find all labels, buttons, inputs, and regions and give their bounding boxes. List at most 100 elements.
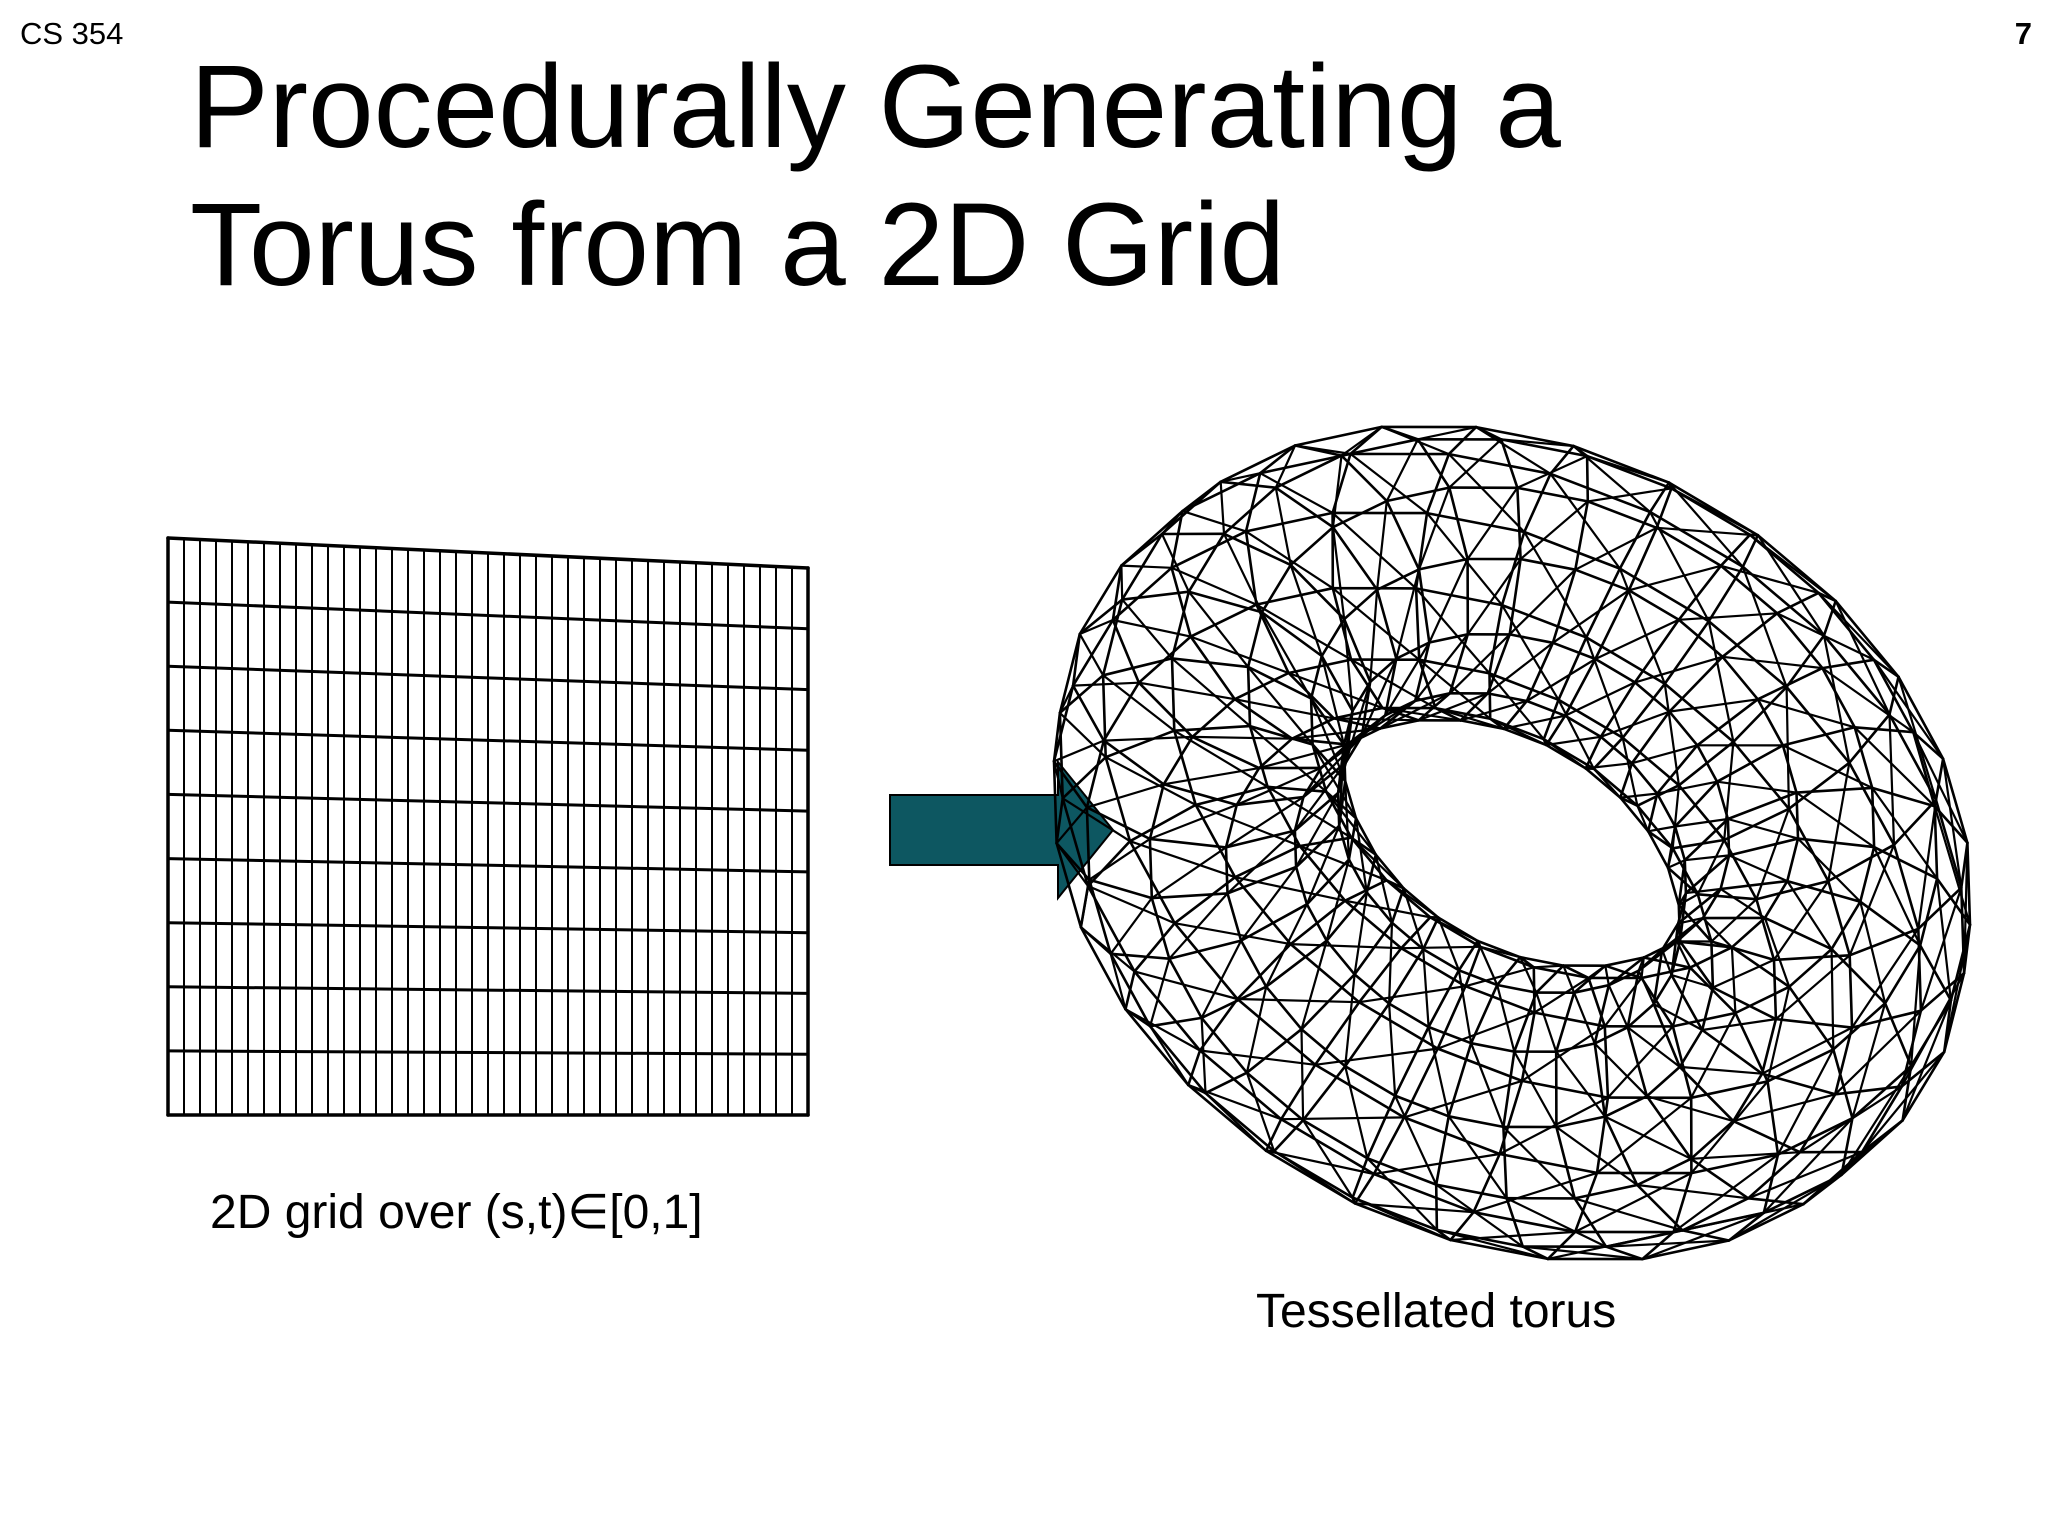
torus-edge bbox=[1933, 805, 1972, 926]
torus-edge bbox=[1513, 1050, 1558, 1129]
torus-edge bbox=[1637, 948, 1664, 973]
torus-edge bbox=[1486, 641, 1555, 695]
torus-edge bbox=[1476, 939, 1499, 987]
torus-edge bbox=[1721, 611, 1779, 659]
torus-edge bbox=[1344, 779, 1351, 861]
torus-edge bbox=[1236, 997, 1361, 1004]
torus-edge bbox=[1428, 632, 1470, 644]
torus-edge bbox=[1500, 603, 1560, 701]
torus-edge bbox=[1817, 591, 1876, 662]
torus-edge bbox=[1384, 657, 1398, 717]
torus-edge bbox=[1235, 766, 1261, 807]
torus-edge bbox=[1830, 947, 1887, 1005]
torus-edge bbox=[1833, 1026, 1854, 1096]
torus-edge bbox=[1374, 853, 1394, 924]
torus-edge bbox=[1853, 726, 1936, 808]
torus-edge bbox=[1111, 564, 1123, 622]
torus-edge bbox=[1300, 1027, 1347, 1068]
torus-edge bbox=[1519, 956, 1538, 994]
torus-edge bbox=[1058, 711, 1107, 759]
torus-edge bbox=[1677, 903, 1682, 943]
torus-edge bbox=[1696, 838, 1726, 896]
torus-edge bbox=[1101, 598, 1124, 677]
torus-edge bbox=[1353, 891, 1368, 976]
grid-mesh bbox=[166, 536, 810, 1117]
torus-edge bbox=[1595, 1096, 1610, 1175]
torus-edge bbox=[1071, 684, 1106, 742]
torus-edge bbox=[1585, 636, 1667, 686]
torus-edge bbox=[1079, 925, 1127, 1011]
torus-edge bbox=[1557, 698, 1595, 770]
torus-edge bbox=[1663, 619, 1711, 686]
torus-edge bbox=[1245, 985, 1268, 1074]
torus-caption: Tessellated torus bbox=[1256, 1285, 1617, 1338]
torus-edge bbox=[1668, 655, 1724, 713]
torus-edge bbox=[1160, 532, 1190, 593]
torus-edge bbox=[1840, 1116, 1854, 1177]
torus-edge bbox=[1124, 1008, 1202, 1052]
torus-edge bbox=[1472, 1210, 1577, 1234]
torus-edge bbox=[1402, 1079, 1524, 1119]
torus-edge bbox=[1872, 845, 1922, 947]
torus-edge bbox=[1554, 991, 1576, 1053]
torus-edge bbox=[1748, 533, 1820, 595]
torus-edge bbox=[1551, 641, 1597, 661]
torus-edge bbox=[1677, 740, 1735, 787]
torus-edge bbox=[1607, 956, 1646, 987]
torus-edge bbox=[1525, 657, 1597, 703]
torus-edge bbox=[1678, 940, 1715, 989]
torus-edge bbox=[1732, 1093, 1837, 1123]
torus-edge bbox=[1274, 486, 1292, 567]
torus-edge bbox=[1676, 887, 1722, 925]
torus-edge bbox=[1309, 697, 1347, 783]
torus-edge bbox=[1508, 633, 1555, 645]
torus-edge bbox=[1476, 939, 1522, 959]
torus-edge bbox=[1796, 837, 1862, 903]
torus-edge bbox=[1294, 865, 1309, 906]
slide-number: 7 bbox=[2014, 16, 2032, 51]
torus-edge bbox=[1071, 681, 1141, 687]
torus-edge bbox=[1488, 672, 1492, 721]
torus-edge bbox=[1949, 923, 1972, 1002]
torus-edge bbox=[1689, 1151, 1802, 1160]
torus-edge bbox=[1448, 633, 1511, 695]
torus-edge bbox=[1137, 681, 1236, 701]
torus-edge bbox=[1055, 842, 1090, 888]
torus-edge bbox=[1677, 564, 1723, 622]
torus-edge bbox=[1061, 755, 1107, 800]
torus-edge bbox=[1822, 634, 1891, 716]
torus-edge bbox=[1061, 797, 1132, 843]
torus-edge bbox=[1681, 1197, 1750, 1232]
torus-edge bbox=[1626, 1002, 1656, 1029]
torus-edge bbox=[1224, 795, 1305, 849]
torus-edge bbox=[1168, 939, 1243, 961]
torus-edge bbox=[1449, 1230, 1577, 1242]
torus-edge bbox=[1148, 957, 1171, 1028]
torus-edge bbox=[1555, 1050, 1607, 1118]
torus-edge bbox=[1111, 566, 1173, 622]
torus-edge bbox=[1775, 612, 1876, 661]
torus-edge bbox=[1472, 1152, 1501, 1214]
torus-edge bbox=[1246, 665, 1314, 746]
torus-edge bbox=[1499, 438, 1519, 490]
torus-edge bbox=[1390, 921, 1425, 951]
torus-edge bbox=[1486, 633, 1511, 695]
torus-edge bbox=[1309, 697, 1314, 746]
torus-edge bbox=[1574, 568, 1631, 592]
torus-edge bbox=[1086, 884, 1136, 973]
torus-edge bbox=[1636, 1183, 1750, 1200]
torus-edge bbox=[1604, 964, 1610, 987]
torus-edge bbox=[1244, 511, 1334, 533]
title-line-1: Procedurally Generating a bbox=[190, 41, 1561, 173]
torus-edge bbox=[1719, 879, 1789, 891]
torus-edge bbox=[1320, 654, 1346, 746]
torus-edge bbox=[1425, 452, 1451, 515]
torus-edge bbox=[1573, 1197, 1608, 1248]
torus-edge bbox=[1772, 953, 1851, 962]
torus-edge bbox=[1523, 530, 1622, 570]
torus-edge bbox=[1194, 803, 1301, 848]
torus-edge bbox=[1417, 557, 1469, 571]
torus-edge bbox=[1280, 1116, 1406, 1121]
torus-edge bbox=[1772, 879, 1830, 962]
